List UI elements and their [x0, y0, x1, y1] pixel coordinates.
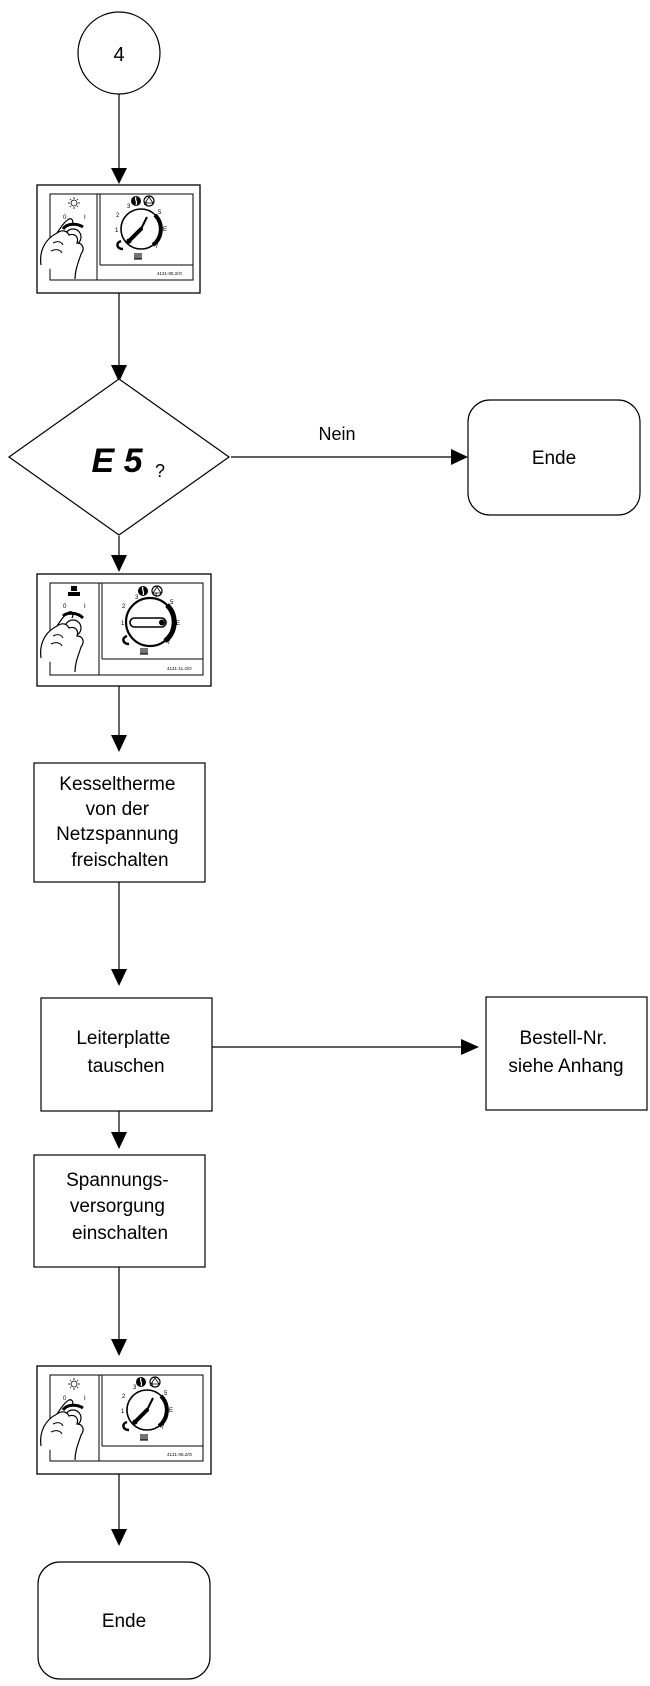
illustration-code: 4131-11.2/O — [167, 666, 192, 671]
radiator-icon — [140, 648, 148, 655]
flame-icon — [138, 586, 148, 596]
tap-icon — [122, 1420, 130, 1432]
end-terminal-1 — [467, 399, 641, 516]
switch-number: I — [84, 215, 86, 221]
switch-number: I — [84, 604, 86, 610]
dial-number: 4 — [144, 202, 148, 208]
burner-icon — [151, 585, 163, 597]
dial-number: 5 — [158, 210, 162, 216]
control-panel-illustration-1: 0 I 1 2 3 4 5 E 7 4131-05.2/O — [36, 184, 201, 294]
dial-number: 2 — [122, 1394, 126, 1400]
dial-number: 3 — [127, 204, 131, 210]
control-panel-illustration-2: 0 I 1 2 3 4 5 E 7 4131-11.2/O — [36, 573, 212, 687]
dial-number: 7 — [161, 1425, 165, 1431]
end-terminal-2 — [37, 1561, 211, 1680]
tap-icon — [116, 239, 124, 251]
error-code-display: E 5 — [91, 442, 143, 480]
chimney-sweep-icon — [68, 586, 80, 596]
dial-number: E — [176, 621, 180, 627]
dial-number: 5 — [170, 600, 174, 606]
radiator-icon — [134, 253, 142, 260]
tap-icon — [122, 634, 130, 646]
switch-number: 0 — [63, 1396, 67, 1402]
dial-number: 3 — [135, 595, 139, 601]
arrowheads — [111, 168, 479, 1546]
burner-icon — [149, 1376, 161, 1388]
dial-number: 5 — [164, 1391, 168, 1397]
radiator-icon — [140, 1434, 148, 1441]
dial-number: 7 — [167, 640, 171, 646]
burner-icon — [143, 195, 155, 207]
control-panel-illustration-3: 0 I 1 2 3 4 5 E 7 4131-05.2/O — [36, 1365, 212, 1475]
dial-number: E — [163, 227, 167, 233]
step-replace-board-box — [40, 997, 213, 1112]
flame-icon — [131, 196, 141, 206]
switch-number: 0 — [63, 604, 67, 610]
flame-icon — [136, 1377, 146, 1387]
step-power-on-text: Spannungs- versorgung einschalten — [66, 1170, 174, 1244]
illustration-code: 4131-05.2/O — [157, 271, 183, 276]
dial-number: 4 — [154, 593, 158, 599]
end-label-2: Ende — [102, 1611, 146, 1632]
dial-number: 4 — [150, 1383, 154, 1389]
branch-label-no: Nein — [318, 424, 355, 444]
dial-number: 2 — [122, 604, 126, 610]
step-replace-board-text: Leiterplatte tauschen — [76, 1028, 175, 1077]
decision-diamond — [7, 378, 231, 536]
dial-number: 3 — [133, 1385, 137, 1391]
connector-lines — [118, 88, 463, 1541]
sun-icon — [68, 1378, 80, 1390]
step-isolate-box — [33, 762, 206, 883]
dial-number: 1 — [121, 621, 125, 627]
order-number-text: Bestell-Nr. siehe Anhang — [508, 1028, 623, 1077]
end-label-1: Ende — [532, 448, 576, 469]
step-power-on-box — [33, 1154, 206, 1268]
sun-icon — [68, 197, 80, 209]
dial-number: E — [169, 1408, 173, 1414]
dial-number: 1 — [121, 1409, 125, 1415]
dial-number: 1 — [115, 228, 119, 234]
connector-circle — [77, 11, 161, 95]
connector-label: 4 — [113, 44, 124, 66]
step-isolate-text: Kesseltherme von der Netzspannung freisc… — [56, 774, 184, 871]
question-mark: ? — [155, 461, 165, 481]
order-number-box — [485, 996, 648, 1111]
switch-number: I — [84, 1396, 86, 1402]
dial-number: 7 — [155, 244, 159, 250]
dial-number: 2 — [116, 213, 120, 219]
switch-number: 0 — [63, 215, 67, 221]
illustration-code: 4131-05.2/O — [167, 1452, 193, 1457]
